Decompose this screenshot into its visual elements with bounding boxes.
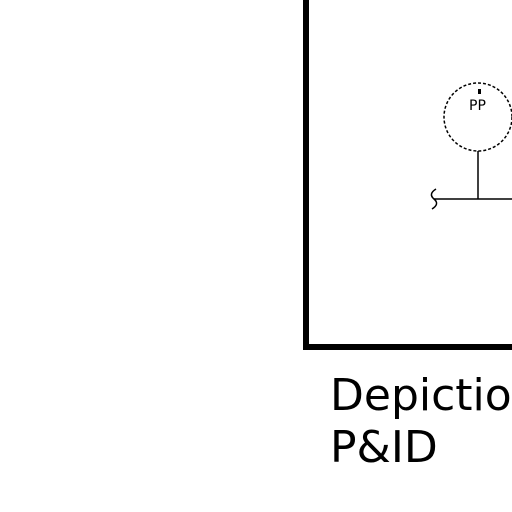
caption-line-2: P&ID — [330, 422, 438, 473]
diagram-caption: Depictio P&ID — [330, 370, 512, 474]
instrument-tag: PP — [469, 98, 486, 114]
instrument-tick — [478, 89, 481, 94]
line-break-symbol — [430, 188, 438, 210]
caption-line-1: Depictio — [330, 370, 512, 421]
instrument-bubble — [443, 82, 512, 152]
